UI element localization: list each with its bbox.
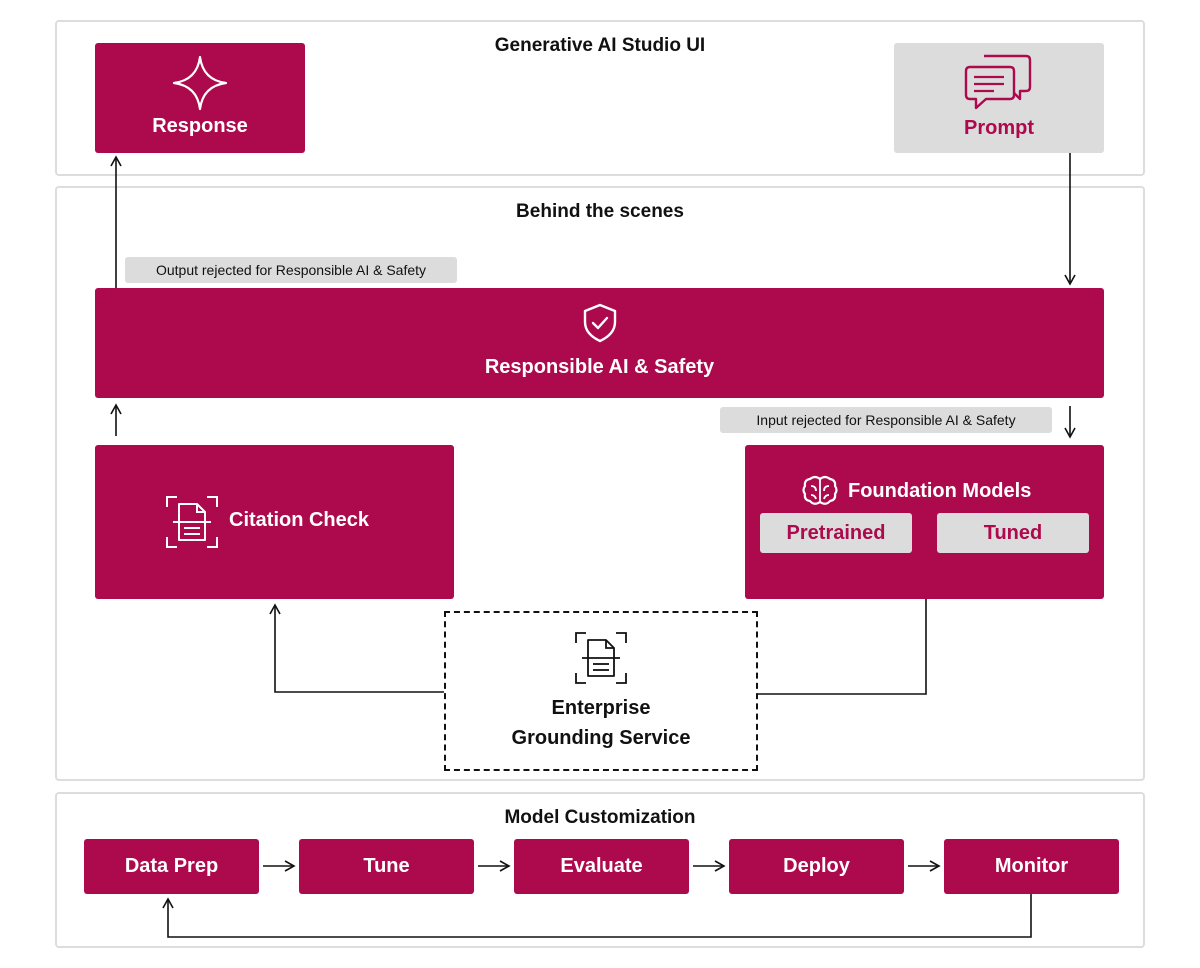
step-monitor-label: Monitor (994, 855, 1069, 877)
prompt-box: Prompt (894, 43, 1104, 153)
brain-icon (802, 475, 838, 505)
enterprise-grounding-service-box: Enterprise Grounding Service (444, 611, 758, 771)
output-rejected-pill: Output rejected for Responsible AI & Saf… (125, 257, 457, 283)
input-rejected-pill: Input rejected for Responsible AI & Safe… (720, 407, 1052, 433)
foundation-models-label: Foundation Models (848, 480, 1032, 502)
responsible-ai-safety-label: Responsible AI & Safety (484, 356, 715, 378)
model-customization-title: Model Customization (504, 807, 696, 828)
document-scan-icon (166, 496, 218, 548)
chat-bubbles-icon (964, 54, 1032, 110)
tuned-chip: Tuned (937, 513, 1089, 553)
responsible-ai-safety-box: Responsible AI & Safety (95, 288, 1104, 398)
step-tune: Tune (299, 839, 474, 894)
shield-check-icon (583, 303, 617, 343)
line-foundation-to-grounding (758, 599, 927, 695)
citation-check-label: Citation Check (229, 509, 370, 531)
arrow-monitor-loop-to-dataprep (162, 894, 1032, 938)
step-evaluate: Evaluate (514, 839, 689, 894)
citation-check-box: Citation Check (95, 445, 454, 599)
pretrained-label: Pretrained (786, 521, 886, 544)
step-deploy-label: Deploy (783, 855, 850, 877)
step-data-prep-label: Data Prep (124, 855, 219, 877)
response-label: Response (152, 115, 248, 137)
prompt-label: Prompt (964, 117, 1034, 139)
sparkle-icon (172, 55, 228, 111)
step-data-prep: Data Prep (84, 839, 259, 894)
grounding-label-line2: Grounding Service (511, 727, 691, 749)
grounding-label-line1: Enterprise (551, 697, 651, 719)
behind-scenes-title: Behind the scenes (516, 201, 684, 222)
pretrained-chip: Pretrained (760, 513, 912, 553)
response-box: Response (95, 43, 305, 153)
step-evaluate-label: Evaluate (560, 855, 643, 877)
tuned-label: Tuned (983, 521, 1043, 544)
document-scan-icon (575, 632, 627, 684)
step-monitor: Monitor (944, 839, 1119, 894)
step-tune-label: Tune (363, 855, 410, 877)
arrow-grounding-to-citation (269, 603, 444, 693)
step-deploy: Deploy (729, 839, 904, 894)
foundation-models-box: Foundation Models Pretrained Tuned (745, 445, 1104, 599)
studio-ui-title: Generative AI Studio UI (494, 35, 706, 56)
